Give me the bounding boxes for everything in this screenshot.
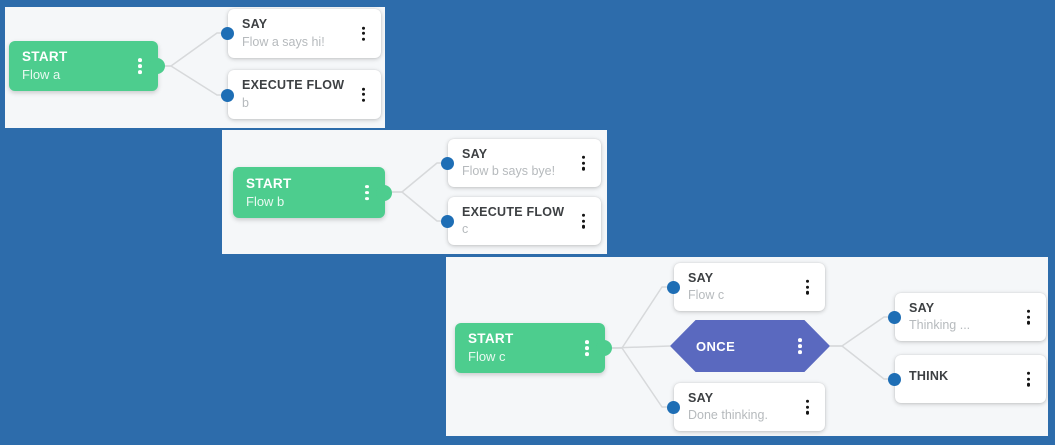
execute-flow-node[interactable]: EXECUTE FLOW b (228, 70, 381, 119)
kebab-menu-icon[interactable] (804, 398, 811, 417)
output-port-icon[interactable] (596, 340, 612, 356)
kebab-menu-icon[interactable] (804, 278, 811, 297)
node-title: SAY (242, 17, 268, 31)
input-port-icon[interactable] (441, 157, 454, 170)
node-title: EXECUTE FLOW (242, 78, 345, 92)
start-node-title: START (468, 331, 514, 347)
input-port-icon[interactable] (888, 373, 901, 386)
node-title: SAY (909, 300, 935, 315)
start-node-flow-name: Flow b (246, 193, 285, 209)
input-port-icon[interactable] (221, 27, 234, 40)
node-subtitle: Flow b says bye! (462, 164, 556, 178)
start-node-title: START (246, 175, 292, 191)
node-subtitle: Thinking ... (909, 318, 971, 332)
say-node[interactable]: SAY Done thinking. (674, 383, 825, 431)
kebab-menu-icon[interactable] (580, 154, 587, 173)
say-node[interactable]: SAY Flow a says hi! (228, 9, 381, 58)
start-node-flow-name: Flow a (22, 67, 61, 83)
node-title: ONCE (696, 338, 736, 354)
input-port-icon[interactable] (221, 89, 234, 102)
kebab-menu-icon[interactable] (360, 85, 367, 104)
input-port-icon[interactable] (441, 215, 454, 228)
input-port-icon[interactable] (888, 311, 901, 324)
kebab-menu-icon[interactable] (580, 212, 587, 231)
start-node[interactable]: START Flow b (233, 167, 392, 218)
execute-flow-node[interactable]: EXECUTE FLOW c (448, 197, 601, 245)
node-subtitle: Flow a says hi! (242, 34, 325, 49)
node-subtitle: Flow c (688, 288, 725, 302)
node-title: SAY (688, 390, 714, 405)
kebab-menu-icon[interactable] (796, 336, 804, 356)
kebab-menu-icon[interactable] (1025, 370, 1032, 389)
input-port-icon[interactable] (667, 281, 680, 294)
kebab-menu-icon[interactable] (360, 24, 367, 43)
say-node[interactable]: SAY Flow c (674, 263, 825, 311)
once-node[interactable]: ONCE (670, 320, 830, 372)
start-node[interactable]: START Flow c (455, 323, 612, 373)
node-subtitle: Done thinking. (688, 408, 768, 422)
kebab-menu-icon[interactable] (363, 183, 371, 203)
node-subtitle: c (462, 222, 469, 236)
node-subtitle: b (242, 95, 249, 110)
node-title: SAY (688, 270, 714, 285)
kebab-menu-icon[interactable] (1025, 308, 1032, 327)
flow-canvas-b: START Flow b SAY Flow b says bye! EXECUT… (222, 130, 607, 254)
start-node[interactable]: START Flow a (9, 41, 165, 91)
say-node[interactable]: SAY Flow b says bye! (448, 139, 601, 187)
flow-canvas-a: START Flow a SAY Flow a says hi! EXECUTE… (5, 7, 385, 128)
kebab-menu-icon[interactable] (583, 338, 591, 358)
output-port-icon[interactable] (376, 184, 392, 201)
think-node[interactable]: THINK (895, 355, 1046, 403)
output-port-icon[interactable] (149, 58, 165, 74)
start-node-flow-name: Flow c (468, 349, 506, 365)
kebab-menu-icon[interactable] (136, 56, 144, 76)
input-port-icon[interactable] (667, 401, 680, 414)
node-title: SAY (462, 146, 488, 161)
node-title: EXECUTE FLOW (462, 204, 565, 219)
start-node-title: START (22, 49, 68, 65)
node-title: THINK (909, 368, 949, 383)
flow-canvas-c: START Flow c SAY Flow c ONCE SAY Done th… (446, 257, 1048, 436)
say-node[interactable]: SAY Thinking ... (895, 293, 1046, 341)
